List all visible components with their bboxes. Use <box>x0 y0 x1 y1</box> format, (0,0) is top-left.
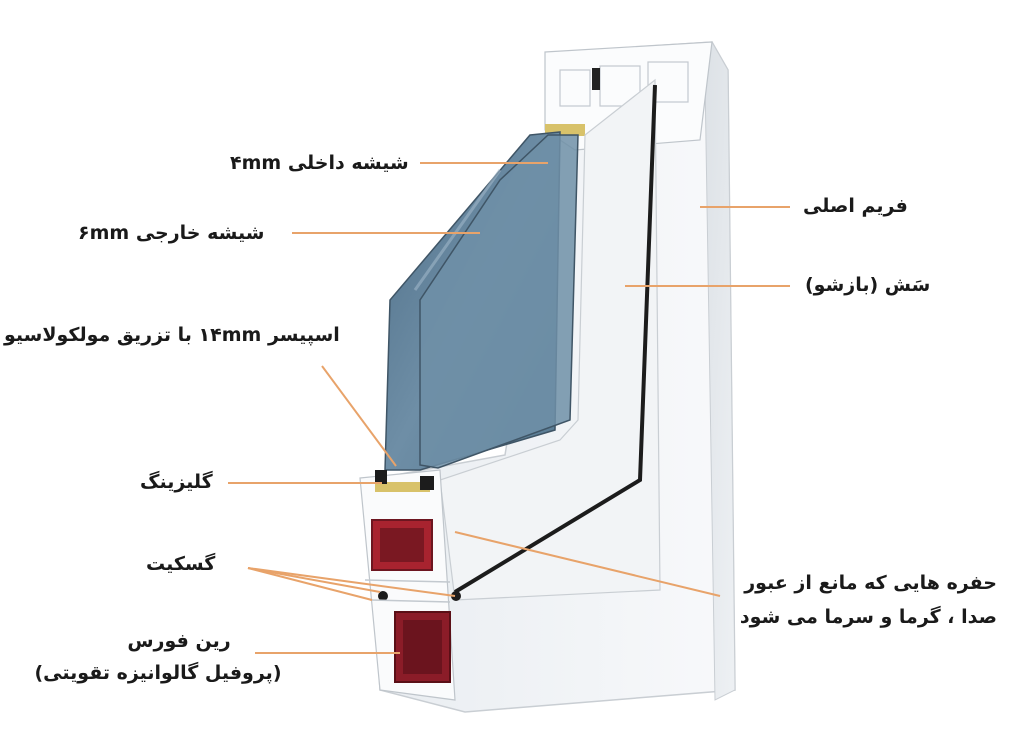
label-spacer: اسپیسر ۱۴mm با تزریق مولکولاسیو <box>4 324 340 346</box>
leader-gasket-c <box>247 567 373 601</box>
label-glazing: گلیزینگ <box>140 471 213 493</box>
sash-gasket-line <box>453 84 657 594</box>
label-reinforce-subtitle: (پروفیل گالوانیزه تقویتی) <box>34 662 282 684</box>
leader-chambers <box>454 531 721 597</box>
label-sash: سَش (بازشو) <box>805 274 931 296</box>
label-gasket: گسکیت <box>146 553 216 575</box>
label-inner-glass: شیشه داخلی ۴mm <box>230 152 409 174</box>
label-main-frame: فریم اصلی <box>803 195 908 217</box>
label-chambers-line2: صدا ، گرما و سرما می شود <box>739 606 997 628</box>
label-reinforce-title: رین فورس <box>127 630 231 652</box>
leader-lines <box>228 162 790 654</box>
label-outer-glass: شیشه خارجی ۶mm <box>78 222 265 244</box>
label-chambers-line1: حفره هایی که مانع از عبور <box>744 572 997 594</box>
sash-body <box>439 78 661 601</box>
leader-gasket-b <box>247 567 456 597</box>
leader-spacer <box>321 365 397 467</box>
inner-glass-pane <box>419 134 579 469</box>
leader-gasket-a <box>247 567 381 593</box>
